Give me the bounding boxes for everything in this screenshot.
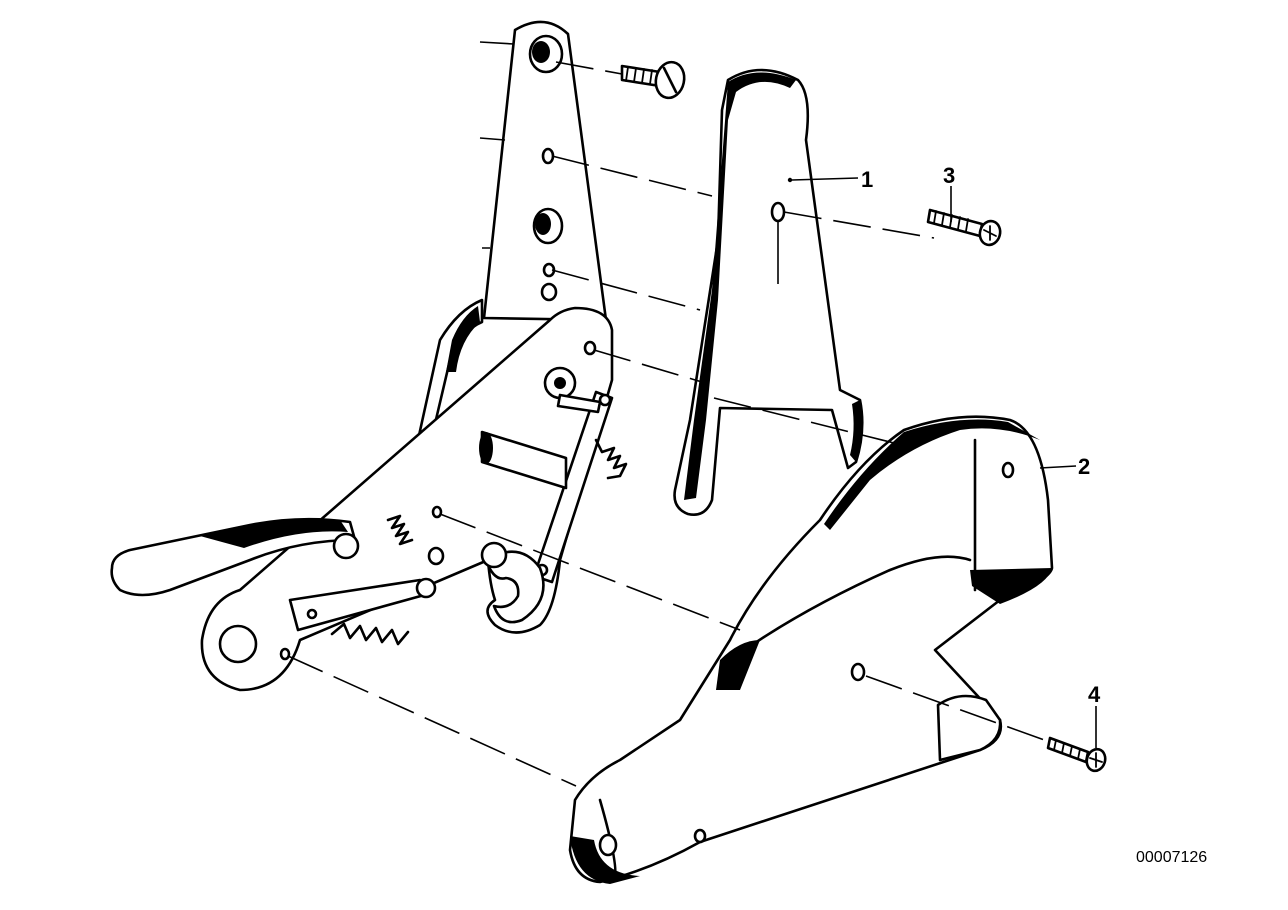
mounting-plate <box>479 20 608 322</box>
callout-2-label: 2 <box>1078 454 1090 479</box>
leader-lines <box>791 177 1097 748</box>
callout-3-label: 3 <box>943 163 955 188</box>
part-4-screw <box>1046 736 1107 773</box>
part-1-backrest-fork <box>673 68 864 516</box>
callout-4-label: 4 <box>1088 682 1101 707</box>
part-3-screw <box>926 208 1002 247</box>
reference-number: 00007126 <box>1136 849 1207 866</box>
callout-1-label: 1 <box>861 167 873 192</box>
part-2-side-cover <box>568 415 1054 884</box>
assembly-lines <box>287 61 1051 787</box>
hinge-mechanism <box>110 306 628 692</box>
top-bolt <box>620 60 686 100</box>
